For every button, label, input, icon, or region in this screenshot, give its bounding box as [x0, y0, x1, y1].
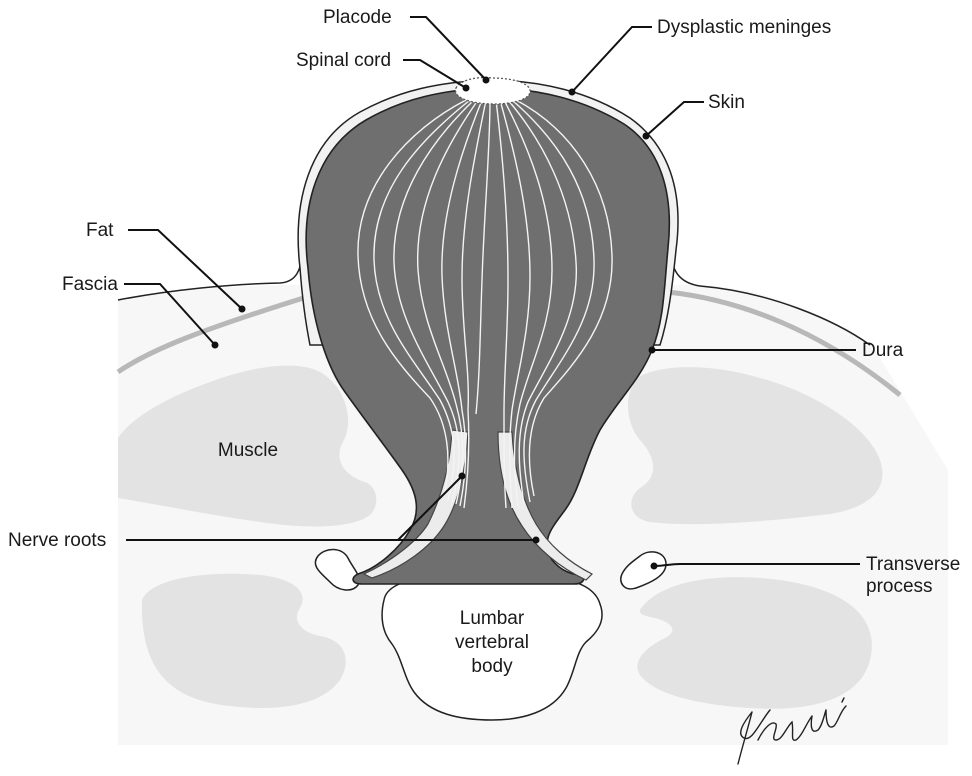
label-placode: Placode — [323, 7, 392, 28]
label-spinal-cord: Spinal cord — [296, 50, 391, 71]
label-skin: Skin — [708, 92, 745, 113]
leader-dot-transverse-process — [651, 563, 658, 570]
label-transverse-process-line1: Transverse — [866, 554, 960, 575]
leader-dot-spinal-cord — [463, 85, 470, 92]
label-dysplastic-meninges: Dysplastic meninges — [657, 17, 831, 38]
leader-dysplastic-meninges — [572, 27, 652, 92]
leader-skin — [646, 102, 704, 136]
label-vertebral-body-line1: Lumbar — [460, 608, 525, 629]
label-fascia: Fascia — [62, 274, 118, 295]
label-fat: Fat — [86, 220, 114, 241]
label-transverse-process-line2: process — [866, 576, 933, 597]
label-vertebral-body-line2: vertebral — [455, 632, 529, 653]
leader-dot-dura — [649, 347, 656, 354]
label-dura: Dura — [862, 340, 904, 361]
leader-dot-fat — [239, 306, 246, 313]
leader-dot-nerve-roots-right — [533, 537, 540, 544]
leader-dot-skin — [643, 133, 650, 140]
leader-dot-placode — [483, 77, 490, 84]
label-nerve-roots: Nerve roots — [8, 530, 106, 551]
leader-placode — [410, 17, 486, 80]
muscle-lower-right — [637, 577, 872, 709]
label-muscle: Muscle — [218, 440, 278, 461]
label-vertebral-body-line3: body — [471, 656, 513, 677]
leader-dot-nerve-roots-left — [459, 473, 466, 480]
leader-dot-fascia — [212, 342, 219, 349]
leader-dot-dysplastic-meninges — [569, 89, 576, 96]
